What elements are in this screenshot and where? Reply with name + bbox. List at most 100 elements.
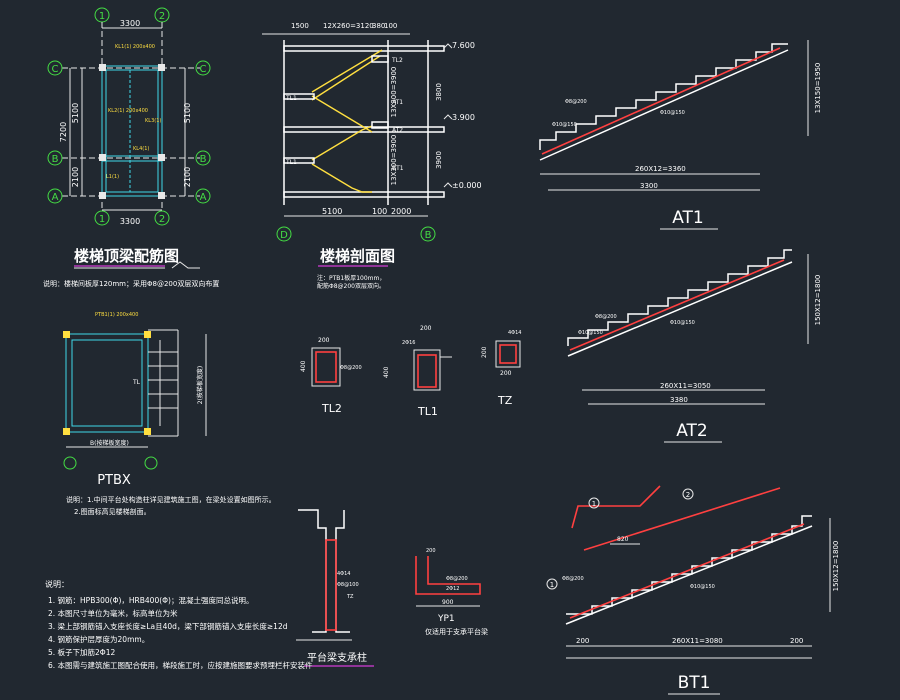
tl2-height: 400: [300, 360, 307, 372]
slab-ground: [283, 191, 445, 198]
ptbx-title: PTBX: [97, 473, 131, 488]
ptbx-dim-bottom: B(按梯板宽度): [90, 439, 129, 447]
section-label-at2: AT2: [392, 127, 403, 134]
dim-left-2: 2100: [71, 167, 80, 187]
at2-label-top: Φ8@200: [595, 314, 617, 320]
yp1-label-a: Φ8@200: [446, 576, 468, 582]
tl-beam-1: [371, 55, 389, 63]
at1-name: AT1: [672, 208, 704, 228]
ptbx-note-1: 说明：1.中间平台处构造柱详见建筑施工图，在梁处设置如图所示。: [66, 495, 276, 504]
bt1-dim-left: 200: [576, 637, 589, 645]
axis-label-A-right: A: [200, 192, 207, 203]
notes-item-5: 5. 板子下加筋2Φ12: [48, 647, 115, 657]
bt1-steps: [566, 515, 812, 615]
tl2-outline: [311, 347, 341, 387]
bt1-dim-top: 820: [617, 536, 629, 543]
axis-label-B-left: B: [52, 154, 59, 165]
plan-top: 1 2 3300 C B A C B A 7200 5100 2100 5100: [43, 7, 219, 288]
section-axis-B: [420, 226, 436, 242]
level-mark-top: [443, 43, 453, 49]
column-detail: 4Φ14 Φ8@100 TZ 平台梁支承柱: [296, 509, 374, 667]
axis-bubble-A-right: [195, 188, 211, 204]
axis-label-2-bottom: 2: [159, 214, 165, 225]
ptbx-tl-label: TL: [132, 379, 141, 386]
section-label-tl1-a: TL1: [285, 95, 297, 102]
at1-rebar: [541, 47, 781, 155]
ptbx-axis-bubble-2: [144, 456, 158, 470]
at1-label-top: Φ8@200: [565, 99, 587, 105]
column-detail-label-c: TZ: [346, 594, 354, 600]
at1-steps: [539, 43, 788, 150]
dim-left-total: 7200: [59, 122, 68, 142]
bt1-soffit: [565, 525, 813, 625]
notes-item-2: 2. 本图尺寸单位为毫米，标高单位为米: [48, 608, 178, 618]
plan-top-scale-mark: [171, 261, 200, 269]
axis-label-C-right: C: [200, 64, 207, 75]
axis-bubble-C-right: [195, 60, 211, 76]
beam-label-2: KL2(1) 200x400: [108, 108, 148, 114]
at2-flight: 260X11=3050 3380 150X12=1800 Φ8@200 Φ10@…: [567, 249, 822, 443]
bt1-flight: 1 2 820 1 200 260X11=3080 200 150X12=180…: [546, 485, 840, 695]
yp1-bar: [415, 556, 481, 595]
bt1-detail-bar-2: [583, 487, 781, 551]
axis-label-2-top: 2: [159, 11, 165, 22]
bt1-marker-1b: 1: [550, 581, 554, 589]
bt1-marker-2-circle: [682, 488, 694, 500]
ptbx-column-4: [144, 428, 151, 435]
tz-section: [499, 344, 517, 364]
section-dim-right-2: 3900: [435, 151, 443, 169]
beam-label-5: L1(1): [106, 174, 119, 180]
axis-bubble-B-right: [195, 150, 211, 166]
section-dim-bottom-b: 100: [372, 207, 387, 216]
tl2-name: TL2: [321, 402, 342, 415]
section-title: 楼梯剖面图: [320, 247, 395, 265]
axis-bubble-B-left: [47, 150, 63, 166]
section-drawing: 1500 12X260=3120 380 100 TL1 TL1 TL2 AT1…: [262, 22, 482, 290]
ptbx-dim-right: 2(按梯板宽度): [196, 366, 204, 405]
bt1-dim-run: 260X11=3080: [672, 637, 723, 645]
bt1-label-top: Φ8@200: [562, 576, 584, 582]
section-dim-top-c: 380: [372, 22, 385, 30]
bt1-marker-2: 2: [686, 491, 690, 499]
column-c1: [99, 64, 106, 71]
notes-item-6: 6. 本图需与建筑施工图配合使用，梯段施工时，应按建施图要求预埋栏杆安装件: [48, 660, 313, 670]
section-label-bt1: BT1: [392, 165, 404, 172]
ptbx-column-1: [63, 331, 70, 338]
at2-soffit: [567, 261, 793, 357]
level-mark-mid: [443, 114, 453, 120]
tz-outline: [495, 340, 521, 368]
column-detail-label-b: Φ8@100: [337, 582, 359, 588]
flight-upper-soffit: [311, 55, 381, 101]
ptbx-column-3: [63, 428, 70, 435]
tl-beam-2: [371, 121, 389, 129]
level-top: 7.600: [452, 41, 475, 50]
beam-label-3: KL3(1): [145, 118, 161, 124]
column-detail-title: 平台梁支承柱: [307, 651, 367, 664]
bt1-marker-1: 1: [592, 500, 596, 508]
section-dim-vertical-2: 13X300=3900: [390, 135, 398, 186]
column-b1: [99, 154, 106, 161]
at1-soffit: [539, 49, 789, 161]
yp1-title: YP1: [437, 614, 455, 624]
tl2-section: [315, 351, 337, 383]
dim-right-2: 2100: [183, 167, 192, 187]
section-axis-D-label: D: [280, 230, 288, 241]
landing-1: [283, 93, 315, 100]
column-detail-rebar: [325, 539, 337, 631]
notes-heading: 说明：: [45, 579, 69, 589]
column-a2: [158, 192, 165, 199]
section-dim-bottom-c: 2000: [391, 207, 411, 216]
plan-top-title: 楼梯顶梁配筋图: [74, 247, 179, 265]
dim-left-1: 5100: [71, 103, 80, 123]
ptbx-axis-bubble-1: [63, 456, 77, 470]
at1-dim-run: 260X12=3360: [635, 165, 686, 173]
section-label-tl1-b: TL1: [285, 159, 297, 166]
axis-bubble-C-left: [47, 60, 63, 76]
axis-bubble-1-bottom: [94, 210, 110, 226]
tz-name: TZ: [497, 394, 513, 407]
bt1-dim-height: 150X12=1800: [832, 541, 840, 592]
section-dim-bottom-a: 5100: [322, 207, 342, 216]
notes-item-3: 3. 梁上部钢筋锚入支座长度≥La且40d，梁下部钢筋锚入支座长度≥12d: [48, 621, 288, 631]
at1-label-bottom: Φ10@150: [552, 122, 577, 128]
at2-label-mid: Φ10@150: [670, 320, 695, 326]
